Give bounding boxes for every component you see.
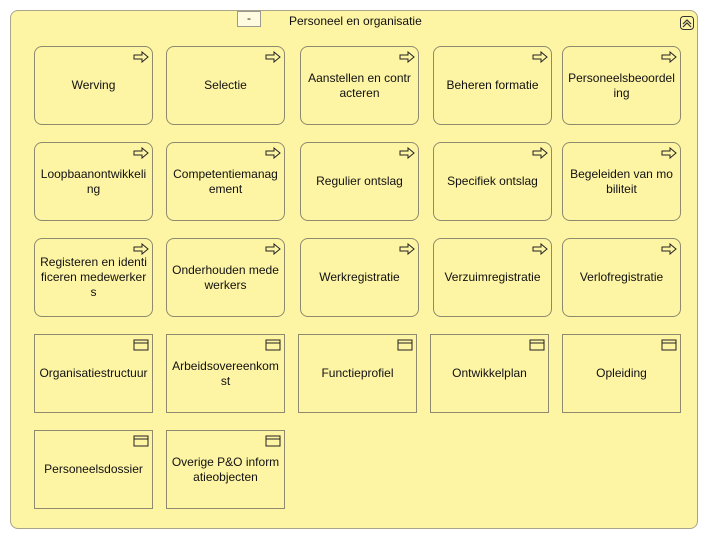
process-arrow-icon	[133, 147, 149, 159]
process-arrow-icon	[532, 147, 548, 159]
business-object-element[interactable]: Functieprofiel	[298, 334, 417, 413]
process-element[interactable]: Competentiemanagement	[166, 142, 285, 221]
element-label: Werkregistratie	[319, 270, 400, 284]
business-object-icon	[529, 339, 545, 351]
element-label: Ontwikkelplan	[452, 366, 527, 380]
element-label: Functieprofiel	[321, 366, 394, 380]
process-arrow-icon	[661, 147, 677, 159]
business-object-element[interactable]: Personeelsdossier	[34, 430, 153, 509]
element-label: Beheren formatie	[446, 78, 539, 92]
process-element[interactable]: Begeleiden van mobiliteit	[562, 142, 681, 221]
element-label: Verlofregistratie	[579, 270, 664, 284]
element-label: Verzuimregistratie	[444, 270, 541, 284]
group-title: Personeel en organisatie	[289, 14, 422, 28]
process-arrow-icon	[133, 243, 149, 255]
business-object-icon	[265, 435, 281, 447]
business-object-element[interactable]: Arbeidsovereenkomst	[166, 334, 285, 413]
process-arrow-icon	[133, 51, 149, 63]
element-label: Arbeidsovereenkomst	[172, 358, 279, 388]
element-label: Regulier ontslag	[316, 174, 403, 188]
element-label: Werving	[71, 78, 116, 92]
business-object-icon	[133, 435, 149, 447]
process-element[interactable]: Aanstellen en contracteren	[300, 46, 419, 125]
business-object-icon	[397, 339, 413, 351]
process-arrow-icon	[661, 51, 677, 63]
process-element[interactable]: Werkregistratie	[300, 238, 419, 317]
process-element[interactable]: Selectie	[166, 46, 285, 125]
process-arrow-icon	[265, 147, 281, 159]
element-label: Onderhouden medewerkers	[172, 262, 279, 292]
business-object-element[interactable]: Organisatiestructuur	[34, 334, 153, 413]
element-label: Aanstellen en contracteren	[308, 70, 411, 100]
business-object-element[interactable]: Ontwikkelplan	[430, 334, 549, 413]
element-label: Opleiding	[596, 366, 647, 380]
business-object-element[interactable]: Overige P&O informatieobjecten	[166, 430, 285, 509]
element-label: Personeelsdossier	[44, 462, 143, 476]
element-label: Begeleiden van mobiliteit	[570, 166, 673, 196]
element-label: Loopbaanontwikkeling	[40, 166, 147, 196]
process-element[interactable]: Specifiek ontslag	[433, 142, 552, 221]
process-element[interactable]: Loopbaanontwikkeling	[34, 142, 153, 221]
process-arrow-icon	[265, 243, 281, 255]
business-object-icon	[661, 339, 677, 351]
business-object-element[interactable]: Opleiding	[562, 334, 681, 413]
process-element[interactable]: Beheren formatie	[433, 46, 552, 125]
process-arrow-icon	[532, 243, 548, 255]
process-arrow-icon	[399, 147, 415, 159]
element-label: Overige P&O informatieobjecten	[171, 454, 280, 484]
process-element[interactable]: Werving	[34, 46, 153, 125]
element-label: Specifiek ontslag	[447, 174, 538, 188]
business-object-icon	[133, 339, 149, 351]
element-label: Personeelsbeoordeling	[568, 70, 675, 100]
process-element[interactable]: Verzuimregistratie	[433, 238, 552, 317]
element-label: Selectie	[204, 78, 247, 92]
process-arrow-icon	[265, 51, 281, 63]
process-element[interactable]: Registeren en identificeren medewerkers	[34, 238, 153, 317]
collapse-button[interactable]: -	[237, 11, 261, 27]
element-label: Competentiemanagement	[173, 166, 278, 196]
process-arrow-icon	[532, 51, 548, 63]
business-object-icon	[265, 339, 281, 351]
element-label: Registeren en identificeren medewerkers	[40, 255, 147, 299]
chevron-up-icon[interactable]	[679, 15, 695, 31]
process-arrow-icon	[399, 243, 415, 255]
process-arrow-icon	[661, 243, 677, 255]
process-element[interactable]: Onderhouden medewerkers	[166, 238, 285, 317]
process-element[interactable]: Verlofregistratie	[562, 238, 681, 317]
process-arrow-icon	[399, 51, 415, 63]
process-element[interactable]: Personeelsbeoordeling	[562, 46, 681, 125]
element-label: Organisatiestructuur	[39, 366, 148, 380]
process-element[interactable]: Regulier ontslag	[300, 142, 419, 221]
